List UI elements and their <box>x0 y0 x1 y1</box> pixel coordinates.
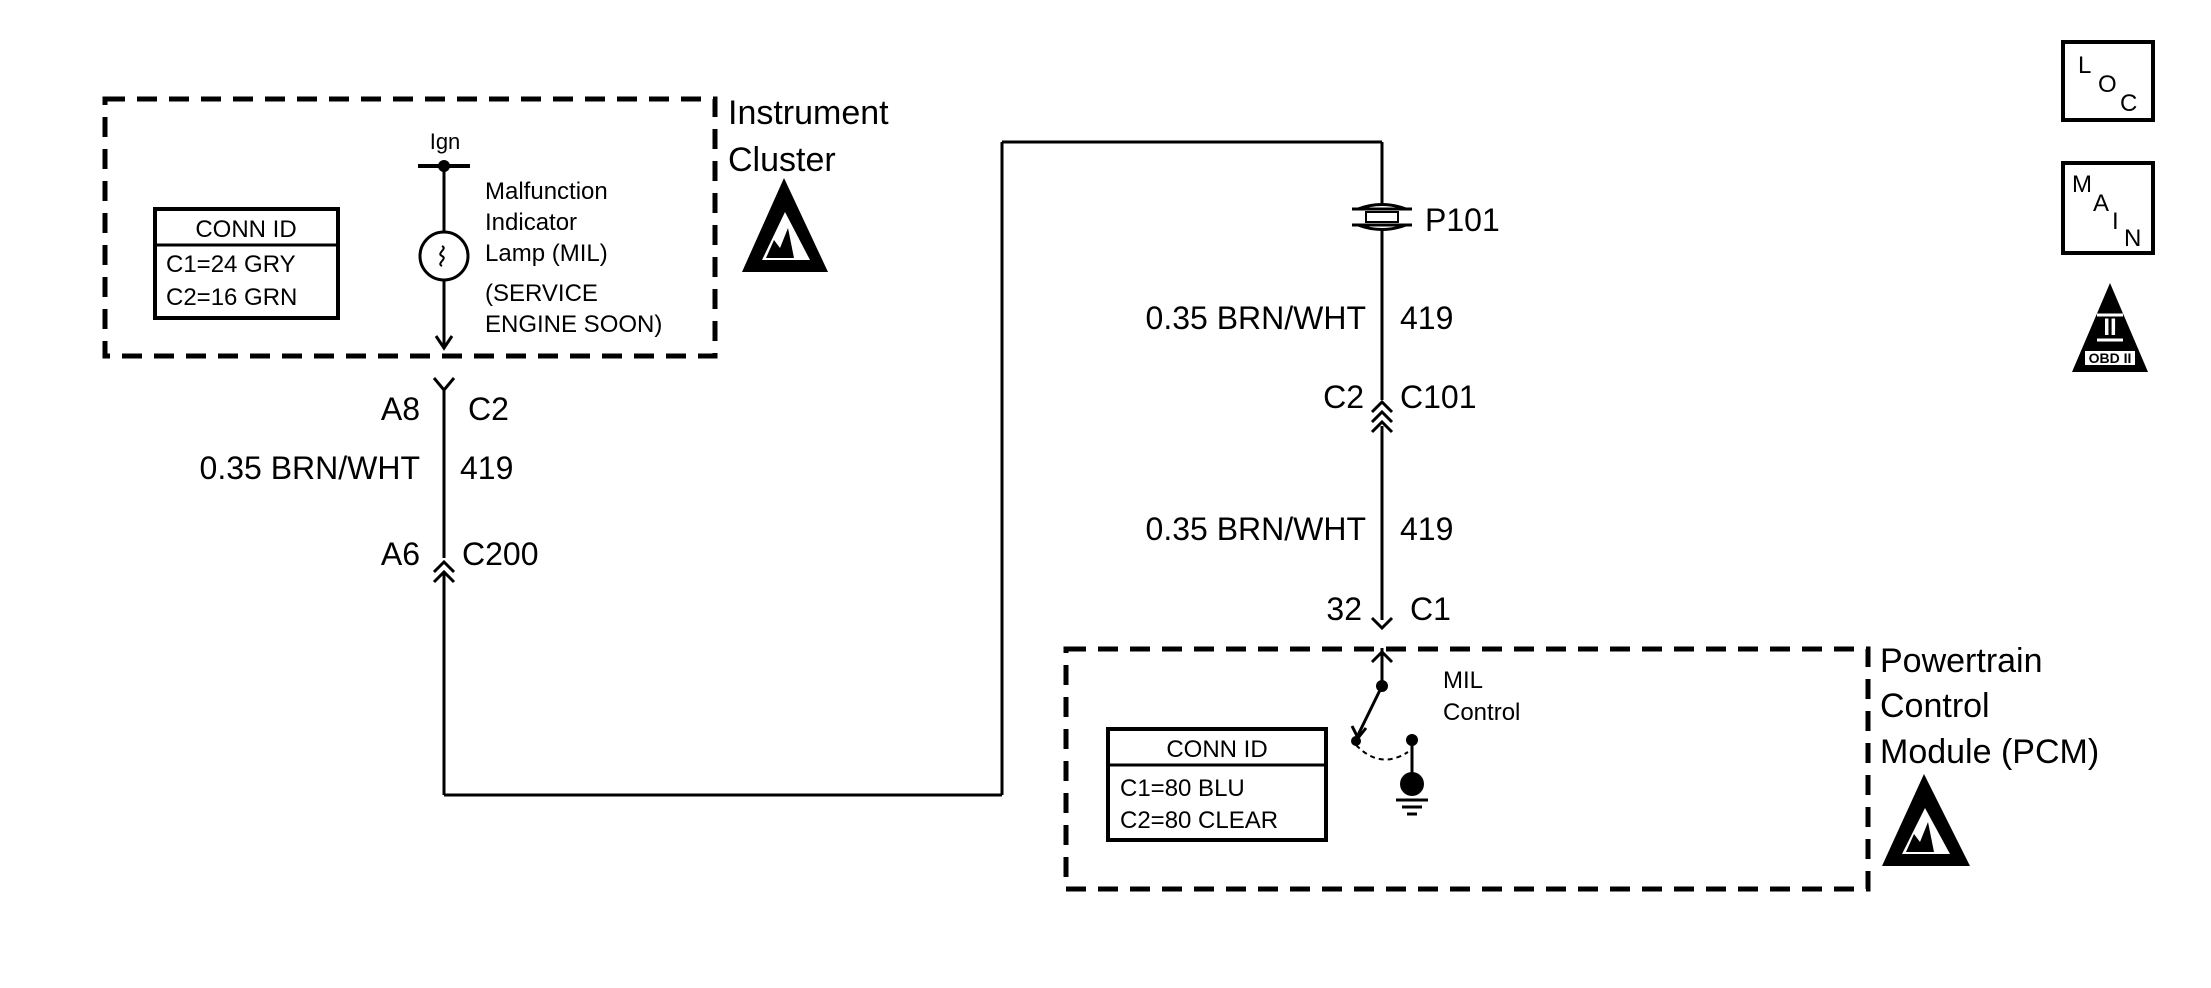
switch-label-line: MIL <box>1443 667 1483 694</box>
pcm-conn-id-box: CONN ID C1=80 BLU C2=80 CLEAR <box>1106 727 1328 842</box>
wire-color-label: 0.35 BRN/WHT <box>200 450 420 486</box>
svg-text:OBD II: OBD II <box>2089 350 2132 366</box>
svg-text:M: M <box>2072 171 2092 198</box>
circuit-number: 419 <box>460 450 513 486</box>
current-arrow-icon <box>434 335 454 351</box>
svg-text:N: N <box>2124 225 2141 252</box>
pcm-outline <box>1063 646 1871 892</box>
wire-color-label: 0.35 BRN/WHT <box>1146 511 1366 547</box>
pcm-title-line: Module (PCM) <box>1880 733 2099 771</box>
svg-text:I: I <box>2112 208 2119 235</box>
connector-pin: A8 <box>381 391 420 427</box>
wire-color-label: 0.35 BRN/WHT <box>1146 300 1366 336</box>
instrument-cluster-outline <box>102 96 718 359</box>
pcm-title-line: Control <box>1880 687 1990 725</box>
connector-c2-symbol <box>432 377 456 393</box>
connector-id: C1 <box>1410 591 1451 627</box>
pcm-module: Powertrain Control Module (PCM) MIL Cont… <box>1063 642 2099 892</box>
svg-text:L: L <box>2078 52 2091 79</box>
conn-id-line: C2=16 GRN <box>166 284 297 311</box>
connector-c101-symbol <box>1370 399 1394 434</box>
switch-control-link <box>1355 744 1409 761</box>
conn-id-header: CONN ID <box>1166 736 1267 763</box>
switch-blade <box>1356 685 1384 736</box>
loc-icon: L O C <box>2061 40 2155 122</box>
connector-id: C101 <box>1400 379 1477 415</box>
main-icon: M A I N <box>2061 161 2155 255</box>
splice-id: P101 <box>1425 202 1500 238</box>
connector-pin: C2 <box>1323 379 1364 415</box>
svg-text:II: II <box>2103 314 2116 341</box>
conn-id-line: C1=24 GRY <box>166 251 296 278</box>
svg-text:O: O <box>2098 71 2117 98</box>
connector-id: C2 <box>468 391 509 427</box>
esd-sensitive-icon <box>742 178 828 272</box>
connector-c1-symbol <box>1370 616 1394 631</box>
esd-sensitive-icon <box>1882 774 1970 866</box>
svg-text:C: C <box>2120 90 2137 117</box>
ground-terminal <box>1400 772 1424 796</box>
lamp-bulb-icon <box>418 230 470 282</box>
pcm-title-line: Powertrain <box>1880 642 2043 680</box>
conn-id-line: C2=80 CLEAR <box>1120 807 1278 834</box>
instrument-cluster-title-1: Instrument <box>728 94 889 132</box>
left-wire-run: A8 C2 0.35 BRN/WHT 419 A6 C200 <box>200 140 1384 797</box>
lamp-label-line: ENGINE SOON) <box>485 311 662 338</box>
circuit-number: 419 <box>1400 300 1453 336</box>
connector-pin: A6 <box>381 536 420 572</box>
connector-c200-symbol <box>432 559 456 584</box>
circuit-number: 419 <box>1400 511 1453 547</box>
right-wire-run: P101 0.35 BRN/WHT 419 C2 C101 0.35 BRN/W… <box>1146 202 1500 631</box>
lamp-label-line: (SERVICE <box>485 280 598 307</box>
lamp-label-line: Indicator <box>485 209 577 236</box>
switch-label-line: Control <box>1443 699 1520 726</box>
ground-icon <box>1396 798 1428 816</box>
connector-pin: 32 <box>1326 591 1362 627</box>
instrument-cluster-title-2: Cluster <box>728 141 836 179</box>
conn-id-header: CONN ID <box>195 216 296 243</box>
svg-text:A: A <box>2093 190 2109 217</box>
instrument-cluster-module: Instrument Cluster CONN ID C1=24 GRY C2=… <box>102 94 889 359</box>
obd-ii-icon: II OBD II <box>2072 283 2148 372</box>
lamp-label-line: Lamp (MIL) <box>485 240 608 267</box>
lamp-label-line: Malfunction <box>485 178 608 205</box>
splice-pack-icon <box>1352 203 1412 231</box>
current-arrow-icon <box>1370 649 1394 664</box>
conn-id-line: C1=80 BLU <box>1120 775 1245 802</box>
connector-id: C200 <box>462 536 539 572</box>
instrument-cluster-conn-id-box: CONN ID C1=24 GRY C2=16 GRN <box>153 207 340 320</box>
ign-label: Ign <box>430 129 461 154</box>
